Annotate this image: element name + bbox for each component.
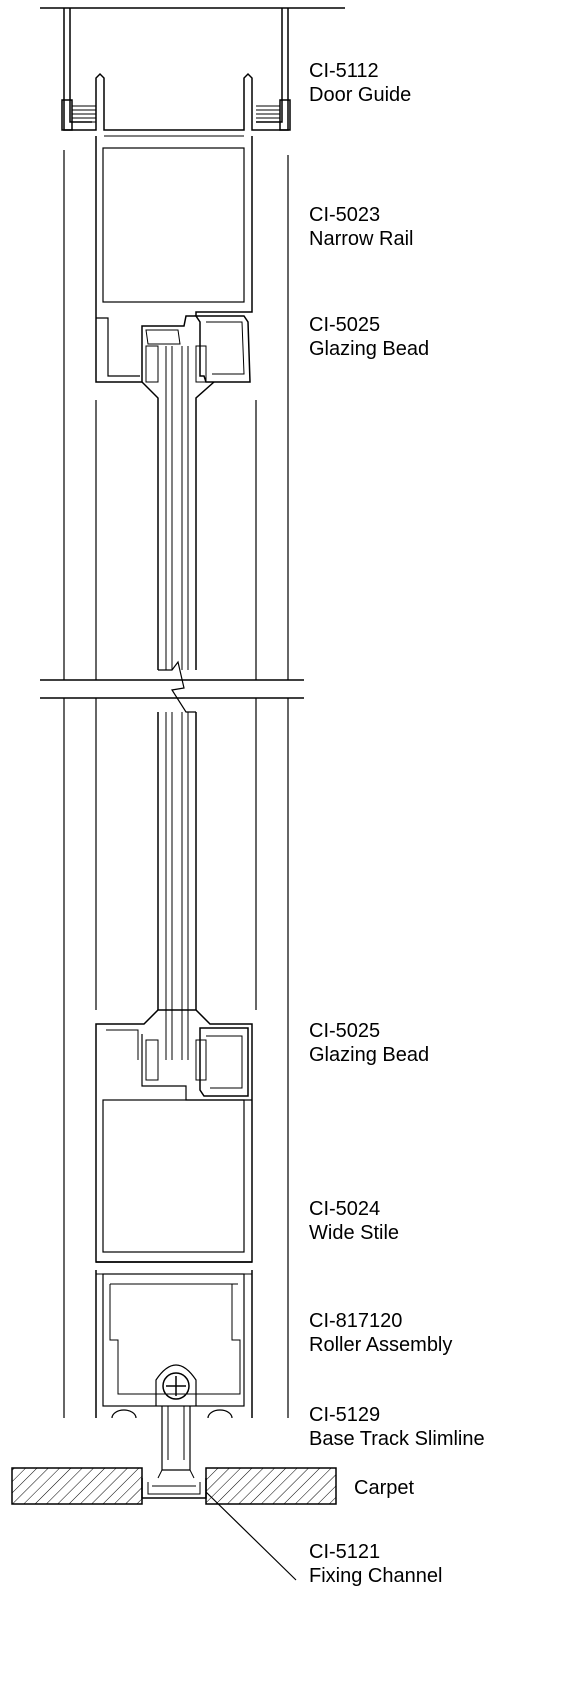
callout-name: Narrow Rail xyxy=(309,228,414,250)
callout-base-track: CI-5129 Base Track Slimline xyxy=(309,1403,485,1451)
callout-name: Wide Stile xyxy=(309,1222,400,1244)
base-track-profile xyxy=(141,1469,207,1499)
callout-code: CI-5121 xyxy=(309,1541,381,1563)
glass-lite xyxy=(141,345,215,1060)
callout-name: Glazing Bead xyxy=(309,1044,430,1066)
fixing-channel-leader xyxy=(205,1491,297,1581)
carpet-hatch-pattern xyxy=(11,1467,337,1505)
callout-code: CI-5129 xyxy=(309,1404,381,1426)
callout-code: CI-5024 xyxy=(309,1198,381,1220)
callout-door-guide: CI-5112 Door Guide xyxy=(309,59,411,107)
callout-code: CI-5025 xyxy=(309,1020,381,1042)
callout-name: Door Guide xyxy=(309,84,412,106)
callout-code: CI-5023 xyxy=(309,204,381,226)
callout-glazing-bead-bottom: CI-5025 Glazing Bead xyxy=(309,1019,429,1067)
wide-stile-profile xyxy=(95,1009,253,1263)
jamb-lines xyxy=(63,150,289,1418)
callout-narrow-rail: CI-5023 Narrow Rail xyxy=(309,203,413,251)
screw-head-icon xyxy=(162,1372,190,1400)
carpet-label: Carpet xyxy=(354,1477,415,1499)
callout-name: Fixing Channel xyxy=(309,1565,443,1587)
door-guide-profile xyxy=(61,8,291,137)
roller-housing xyxy=(95,1270,253,1471)
callout-fixing-channel: CI-5121 Fixing Channel xyxy=(309,1540,442,1588)
roller-wheel-icon xyxy=(111,1409,233,1419)
callout-code: CI-5025 xyxy=(309,314,381,336)
callout-roller-assembly: CI-817120 Roller Assembly xyxy=(309,1309,452,1357)
callout-code: CI-817120 xyxy=(309,1310,403,1332)
break-line-symbol xyxy=(40,660,304,713)
bottom-glazing-bead xyxy=(145,1027,249,1097)
callout-name: Roller Assembly xyxy=(309,1334,453,1356)
callout-name: Glazing Bead xyxy=(309,338,430,360)
narrow-rail-profile xyxy=(95,136,253,383)
callout-name: Base Track Slimline xyxy=(309,1428,485,1450)
callout-glazing-bead-top: CI-5025 Glazing Bead xyxy=(309,313,429,361)
callout-wide-stile: CI-5024 Wide Stile xyxy=(309,1197,399,1245)
callout-code: CI-5112 xyxy=(309,60,379,82)
